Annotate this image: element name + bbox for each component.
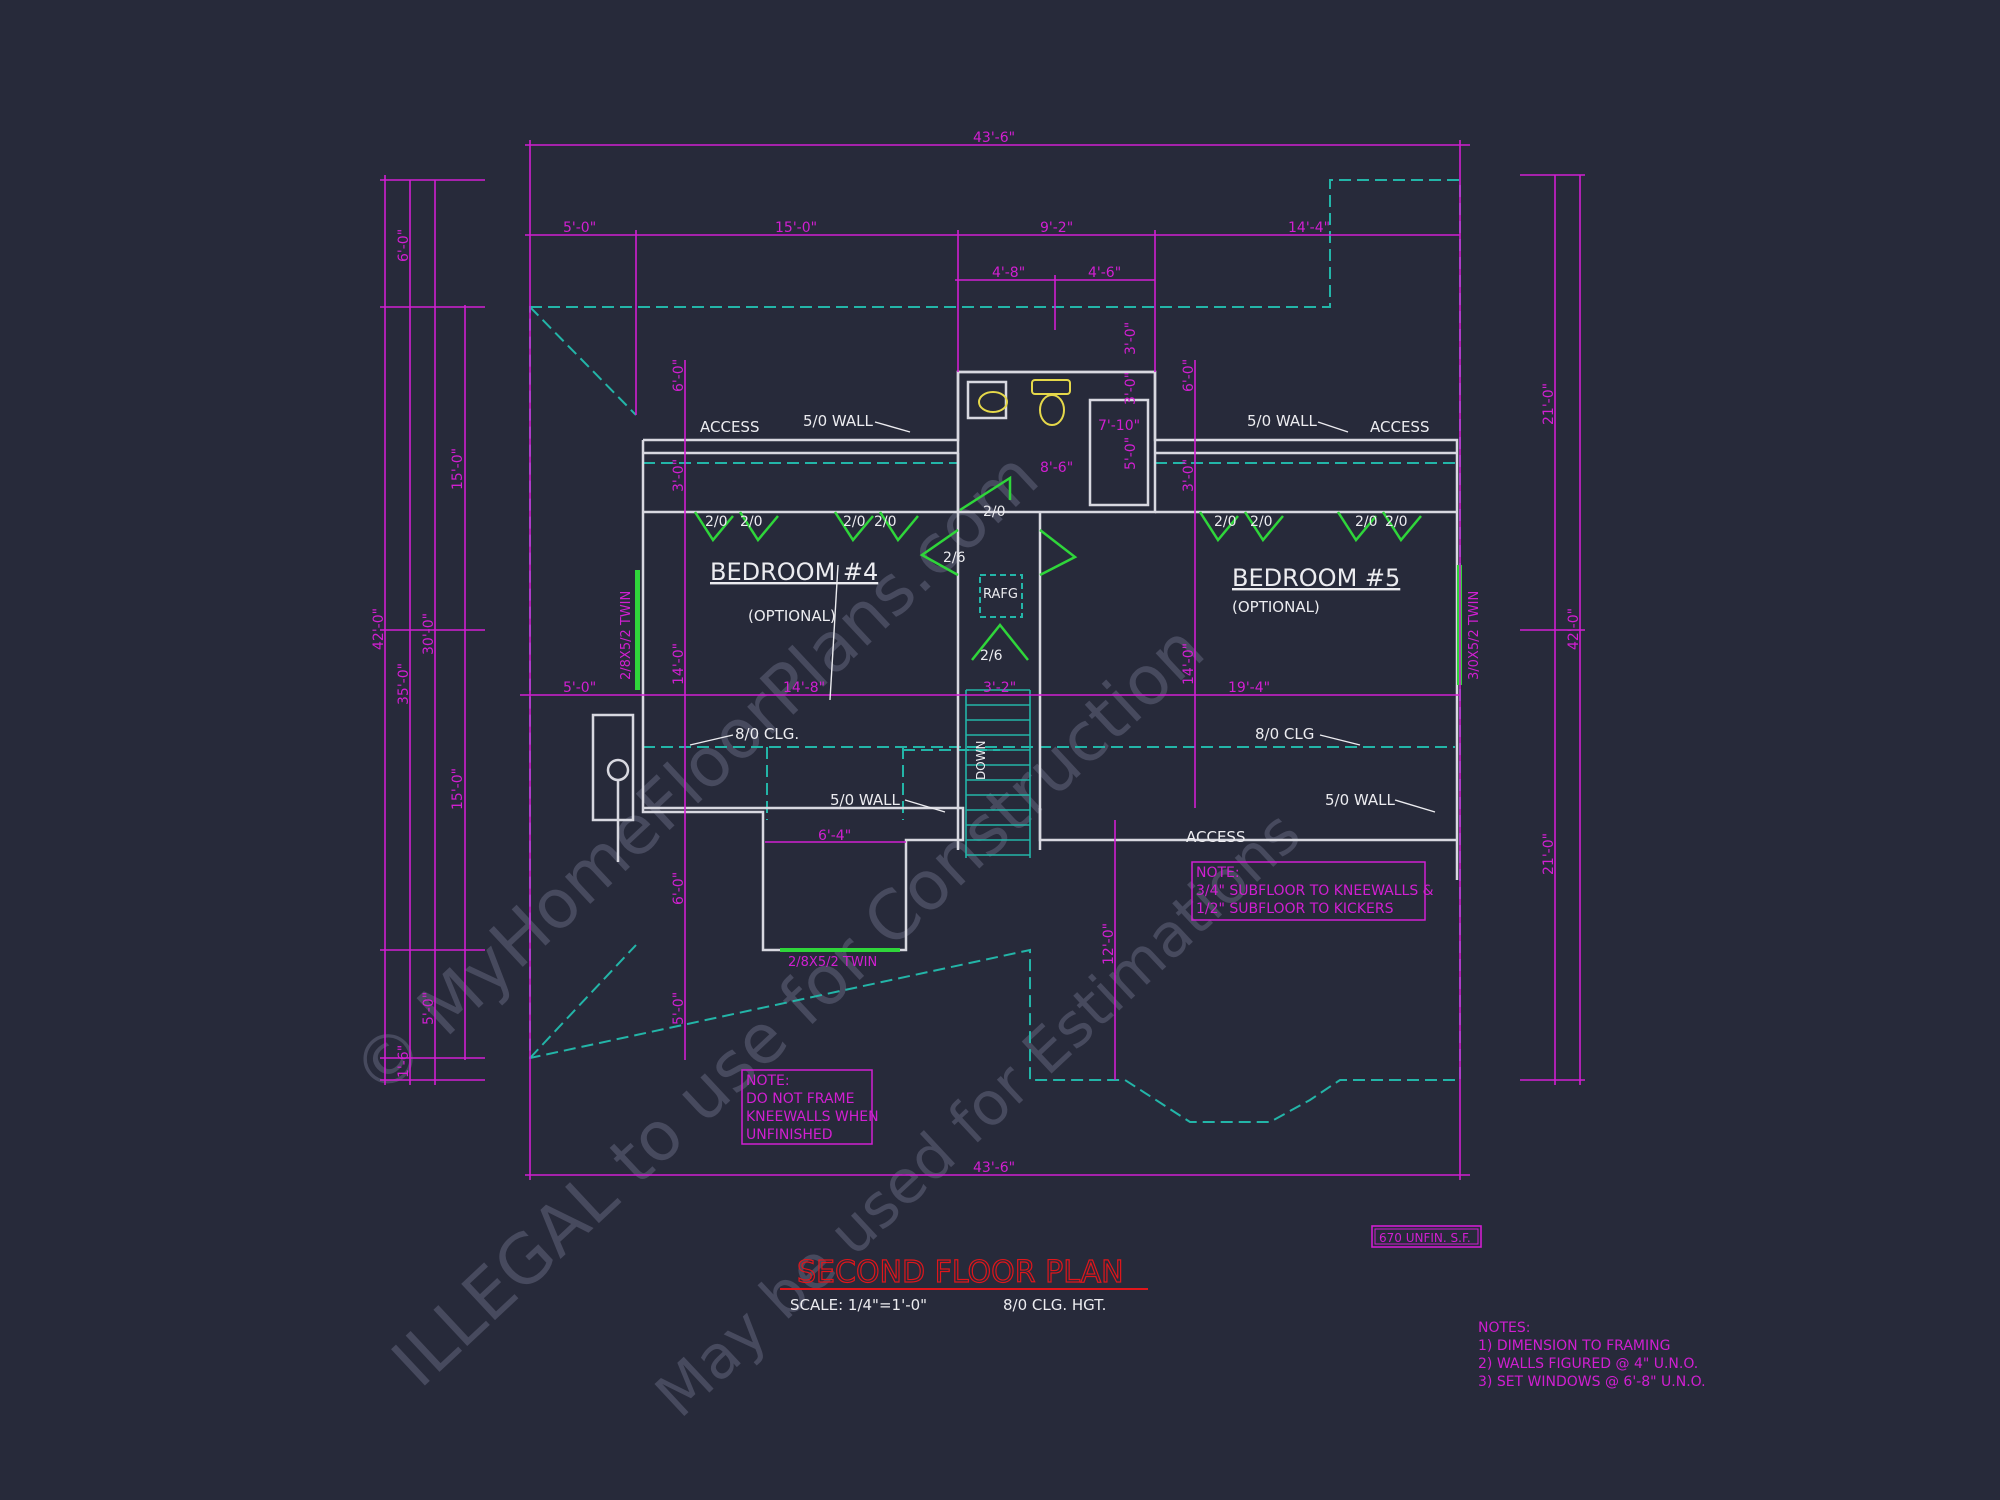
room-sublabel-bedroom-4: (OPTIONAL) xyxy=(748,607,836,625)
drawing-scale: SCALE: 1/4"=1'-0" xyxy=(790,1296,927,1314)
dimension-text: 43'-6" 43'-6" 5'-0" 15'-0" 9'-2" 14'-4" … xyxy=(371,130,1582,1176)
label-door-7: 2/0 xyxy=(1355,514,1378,530)
dim-left-1: 6'-0" xyxy=(396,229,412,262)
leader-lines xyxy=(689,421,1436,813)
label-rafg: RAFG xyxy=(983,587,1018,602)
dim-int-9: 12'-0" xyxy=(1101,923,1117,965)
dim-overall-bottom: 43'-6" xyxy=(973,1160,1015,1176)
note-kneewalls-line-2: DO NOT FRAME xyxy=(746,1091,854,1107)
label-door-2: 2/0 xyxy=(740,514,763,530)
label-wall-2: 5/0 WALL xyxy=(1247,412,1318,430)
bath-fixtures xyxy=(978,379,1071,426)
dim-h-7: 7'-10" xyxy=(1098,418,1140,434)
dim-left-6: 30'-0" xyxy=(421,613,437,655)
note-subfloor-line-2: 3/4" SUBFLOOR TO KNEEWALLS & xyxy=(1196,883,1434,899)
dim-top-2: 15'-0" xyxy=(775,220,817,236)
note-subfloor: NOTE: 3/4" SUBFLOOR TO KNEEWALLS & 1/2" … xyxy=(1191,861,1434,921)
note-kneewalls-line-4: UNFINISHED xyxy=(746,1127,833,1143)
label-window-right: 3/0X5/2 TWIN xyxy=(1467,591,1482,680)
label-door-10: 2/6 xyxy=(943,550,966,566)
dim-left-2: 15'-0" xyxy=(450,448,466,490)
dim-int-3: 14'-0" xyxy=(671,643,687,685)
walls xyxy=(591,370,1459,952)
dim-int-4: 6'-0" xyxy=(671,872,687,905)
label-door-4: 2/0 xyxy=(874,514,897,530)
dim-overall-top: 43'-6" xyxy=(973,130,1015,146)
dimension-lines xyxy=(380,140,1585,1180)
label-door-11: 2/6 xyxy=(980,648,1003,664)
dim-int-2: 3'-0" xyxy=(671,459,687,492)
rafg-box xyxy=(979,574,1023,618)
label-window-bottom: 2/8X5/2 TWIN xyxy=(788,955,877,970)
label-access-3: ACCESS xyxy=(1186,828,1245,846)
note-kneewalls: NOTE: DO NOT FRAME KNEEWALLS WHEN UNFINI… xyxy=(741,1069,879,1145)
label-access-1: ACCESS xyxy=(700,418,759,436)
dim-h-2: 14'-8" xyxy=(783,680,825,696)
label-door-6: 2/0 xyxy=(1250,514,1273,530)
dim-top-1: 5'-0" xyxy=(563,220,596,236)
dim-top-4: 14'-4" xyxy=(1288,220,1330,236)
label-stair-down: DOWN xyxy=(974,740,988,780)
doors-windows xyxy=(635,475,1462,952)
room-sublabel-bedroom-5: (OPTIONAL) xyxy=(1232,598,1320,616)
label-door-3: 2/0 xyxy=(843,514,866,530)
dim-left-4: 5'-0" xyxy=(421,992,437,1025)
dim-h-3: 3'-2" xyxy=(983,680,1016,696)
dim-int-7: 3'-0" xyxy=(1181,459,1197,492)
drawing-ceiling-height: 8/0 CLG. HGT. xyxy=(1003,1296,1106,1314)
label-window-left: 2/8X5/2 TWIN xyxy=(619,591,634,680)
title-block: SECOND FLOOR PLAN SCALE: 1/4"=1'-0" 8/0 … xyxy=(780,1254,1148,1314)
dim-left-3: 15'-0" xyxy=(450,768,466,810)
room-label-bedroom-5: BEDROOM #5 xyxy=(1232,564,1400,592)
dim-top-5: 4'-8" xyxy=(992,265,1025,281)
note-kneewalls-line-3: KNEEWALLS WHEN xyxy=(746,1109,879,1125)
general-notes-line-3: 3) SET WINDOWS @ 6'-8" U.N.O. xyxy=(1478,1374,1706,1390)
label-door-5: 2/0 xyxy=(1214,514,1237,530)
note-kneewalls-line-1: NOTE: xyxy=(746,1073,790,1089)
dim-int-5: 5'-0" xyxy=(671,992,687,1025)
drawing-title: SECOND FLOOR PLAN xyxy=(797,1255,1124,1290)
stairs xyxy=(965,689,1031,858)
dim-h-5: 6'-4" xyxy=(818,828,851,844)
label-door-8: 2/0 xyxy=(1385,514,1408,530)
window-labels: 2/8X5/2 TWIN 3/0X5/2 TWIN 2/8X5/2 TWIN xyxy=(619,591,1482,970)
dim-int-11: 5'-0" xyxy=(1123,437,1139,470)
label-wall-4: 5/0 WALL xyxy=(1325,791,1396,809)
room-labels: BEDROOM #4 (OPTIONAL) BEDROOM #5 (OPTION… xyxy=(700,412,1429,846)
label-wall-1: 5/0 WALL xyxy=(803,412,874,430)
dim-top-6: 4'-6" xyxy=(1088,265,1121,281)
dim-left-8: 42'-0" xyxy=(371,608,387,650)
dim-left-7: 35'-0" xyxy=(396,663,412,705)
dim-int-12: 3'-0" xyxy=(1123,372,1139,405)
label-door-9: 2/0 xyxy=(983,504,1006,520)
label-clg-2: 8/0 CLG xyxy=(1255,725,1314,743)
dim-h-4: 19'-4" xyxy=(1228,680,1270,696)
dim-int-10: 3'-0" xyxy=(1123,322,1139,355)
note-subfloor-line-1: NOTE: xyxy=(1196,865,1240,881)
general-notes-line-2: 2) WALLS FIGURED @ 4" U.N.O. xyxy=(1478,1356,1698,1372)
dim-right-1: 21'-0" xyxy=(1541,383,1557,425)
dim-int-8: 14'-0" xyxy=(1181,643,1197,685)
note-subfloor-line-3: 1/2" SUBFLOOR TO KICKERS xyxy=(1196,901,1394,917)
dim-right-2: 21'-0" xyxy=(1541,833,1557,875)
dim-h-6: 8'-6" xyxy=(1040,460,1073,476)
general-notes-line-1: 1) DIMENSION TO FRAMING xyxy=(1478,1338,1670,1354)
general-notes-heading: NOTES: xyxy=(1478,1320,1531,1336)
dim-int-1: 6'-0" xyxy=(671,359,687,392)
room-label-bedroom-4: BEDROOM #4 xyxy=(710,558,878,586)
area-tag: 670 UNFIN. S.F. xyxy=(1371,1225,1482,1248)
general-notes: NOTES: 1) DIMENSION TO FRAMING 2) WALLS … xyxy=(1478,1320,1706,1390)
label-wall-3: 5/0 WALL xyxy=(830,791,901,809)
dim-int-6: 6'-0" xyxy=(1181,359,1197,392)
dim-top-3: 9'-2" xyxy=(1040,220,1073,236)
area-tag-text: 670 UNFIN. S.F. xyxy=(1379,1231,1471,1245)
label-clg-1: 8/0 CLG. xyxy=(735,725,799,743)
dim-left-5: 1'-6" xyxy=(396,1045,412,1078)
label-door-1: 2/0 xyxy=(705,514,728,530)
label-access-2: ACCESS xyxy=(1370,418,1429,436)
dim-h-1: 5'-0" xyxy=(563,680,596,696)
dim-right-3: 42'-0" xyxy=(1566,608,1582,650)
